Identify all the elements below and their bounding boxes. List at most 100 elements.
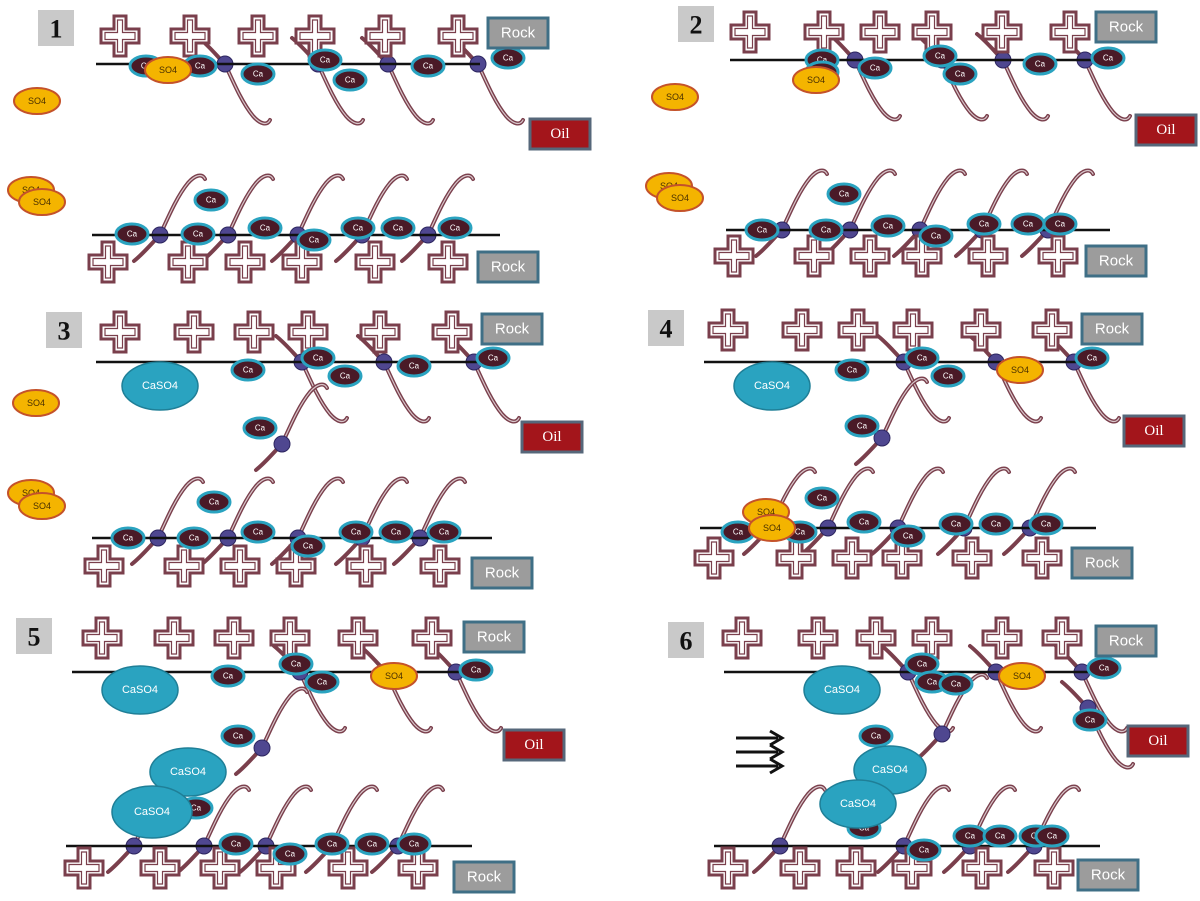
ca-label: Ca bbox=[127, 230, 138, 239]
ca-ion: Ca bbox=[296, 228, 332, 252]
positive-site-icon bbox=[967, 234, 1009, 278]
ca-ion: Ca bbox=[410, 54, 446, 78]
positive-site-icon bbox=[849, 234, 891, 278]
oil-box: Oil bbox=[502, 728, 566, 762]
ca-label: Ca bbox=[847, 366, 858, 375]
ca-ion: Ca bbox=[378, 520, 414, 544]
rock-box: Rock bbox=[1084, 244, 1148, 278]
ca-label: Ca bbox=[253, 70, 264, 79]
ca-label: Ca bbox=[393, 224, 404, 233]
so4-ion: SO4 bbox=[742, 498, 790, 526]
caso4-precipitate: CaSO4 bbox=[819, 779, 897, 829]
carboxylate-chain bbox=[234, 686, 309, 776]
ca-label: Ca bbox=[353, 224, 364, 233]
ca-label: Ca bbox=[919, 846, 930, 855]
ca-ion: Ca bbox=[844, 414, 880, 438]
ca-label: Ca bbox=[935, 52, 946, 61]
ca-label: Ca bbox=[917, 354, 928, 363]
so4-ion: SO4 bbox=[7, 479, 55, 507]
positive-site-icon bbox=[354, 240, 396, 284]
ca-label: Ca bbox=[223, 672, 234, 681]
rock-box: Rock bbox=[470, 556, 534, 590]
ca-label: Ca bbox=[340, 372, 351, 381]
positive-site-icon bbox=[87, 240, 129, 284]
ca-label: Ca bbox=[795, 528, 806, 537]
so4-ion: SO4 bbox=[651, 83, 699, 111]
so4-ion: SO4 bbox=[748, 514, 796, 542]
ca-label: Ca bbox=[391, 528, 402, 537]
ca-ion: Ca bbox=[178, 796, 214, 820]
positive-site-icon bbox=[437, 14, 479, 58]
positive-site-icon bbox=[797, 616, 839, 660]
positive-site-icon bbox=[1049, 10, 1091, 54]
so4-ion: SO4 bbox=[370, 662, 418, 690]
positive-site-icon bbox=[960, 308, 1002, 352]
rock-box: Rock bbox=[480, 312, 544, 346]
so4-ion: SO4 bbox=[792, 66, 840, 94]
so4-label: SO4 bbox=[159, 65, 177, 75]
carboxylate-chain bbox=[238, 784, 313, 874]
ca-ion: Ca bbox=[782, 520, 818, 544]
positive-site-icon bbox=[713, 234, 755, 278]
positive-site-icon bbox=[729, 10, 771, 54]
ca-ion: Ca bbox=[490, 46, 526, 70]
positive-site-icon bbox=[411, 616, 453, 660]
ca-label: Ca bbox=[817, 56, 828, 65]
ca-label: Ca bbox=[883, 222, 894, 231]
ca-label: Ca bbox=[1047, 832, 1058, 841]
ca-ion: Ca bbox=[1028, 512, 1064, 536]
ca-ion: Ca bbox=[242, 416, 278, 440]
ca-ion: Ca bbox=[1022, 52, 1058, 76]
carboxylate-chain bbox=[822, 168, 897, 258]
positive-site-icon bbox=[427, 240, 469, 284]
ca-label: Ca bbox=[255, 424, 266, 433]
rock-label: Rock bbox=[1109, 19, 1144, 36]
positive-site-icon bbox=[169, 14, 211, 58]
ca-ion: Ca bbox=[1086, 656, 1122, 680]
ca-ion: Ca bbox=[247, 216, 283, 240]
so4-ion: SO4 bbox=[13, 87, 61, 115]
ca-label: Ca bbox=[965, 832, 976, 841]
positive-site-icon bbox=[1033, 846, 1075, 890]
positive-site-icon bbox=[781, 308, 823, 352]
ca-ion: Ca bbox=[307, 48, 343, 72]
ca-ion: Ca bbox=[930, 364, 966, 388]
so4-label: SO4 bbox=[385, 671, 403, 681]
rock-box: Rock bbox=[1080, 312, 1144, 346]
rock-label: Rock bbox=[485, 565, 520, 582]
so4-label: SO4 bbox=[28, 96, 46, 106]
rock-box: Rock bbox=[486, 16, 550, 50]
rock-label: Rock bbox=[467, 869, 502, 886]
so4-label: SO4 bbox=[807, 75, 825, 85]
ca-label: Ca bbox=[303, 542, 314, 551]
rock-label: Rock bbox=[1091, 867, 1126, 884]
caso4-precipitate: CaSO4 bbox=[121, 361, 199, 411]
ca-label: Ca bbox=[351, 528, 362, 537]
ca-label: Ca bbox=[1055, 220, 1066, 229]
so4-label: SO4 bbox=[27, 398, 45, 408]
carboxylate-chain bbox=[754, 168, 829, 258]
flow-arrows-icon bbox=[736, 729, 785, 775]
positive-site-icon bbox=[1037, 234, 1079, 278]
ca-ion: Ca bbox=[938, 512, 974, 536]
carboxylate-chain bbox=[356, 334, 431, 424]
ca-label: Ca bbox=[821, 226, 832, 235]
rock-label: Rock bbox=[491, 259, 526, 276]
positive-site-icon bbox=[83, 544, 125, 588]
rock-box: Rock bbox=[1076, 858, 1140, 892]
positive-site-icon bbox=[219, 544, 261, 588]
ca-ion: Ca bbox=[458, 658, 494, 682]
ca-label: Ca bbox=[409, 840, 420, 849]
carboxylate-chain bbox=[130, 476, 205, 566]
caso4-precipitate: CaSO4 bbox=[733, 361, 811, 411]
ca-label: Ca bbox=[409, 362, 420, 371]
oil-box: Oil bbox=[1122, 414, 1186, 448]
ca-ion: Ca bbox=[396, 832, 432, 856]
rock-label: Rock bbox=[1095, 321, 1130, 338]
ca-label: Ca bbox=[1085, 716, 1096, 725]
caso4-precipitate: CaSO4 bbox=[803, 665, 881, 715]
ca-ion: Ca bbox=[314, 832, 350, 856]
ions: CaCaCaCaCaCaCaCaCaCaCaCaCaCaCaSO4SO4SO4S… bbox=[7, 44, 1126, 866]
ca-ion: Ca bbox=[437, 216, 473, 240]
panel-number: 6 bbox=[680, 627, 693, 656]
